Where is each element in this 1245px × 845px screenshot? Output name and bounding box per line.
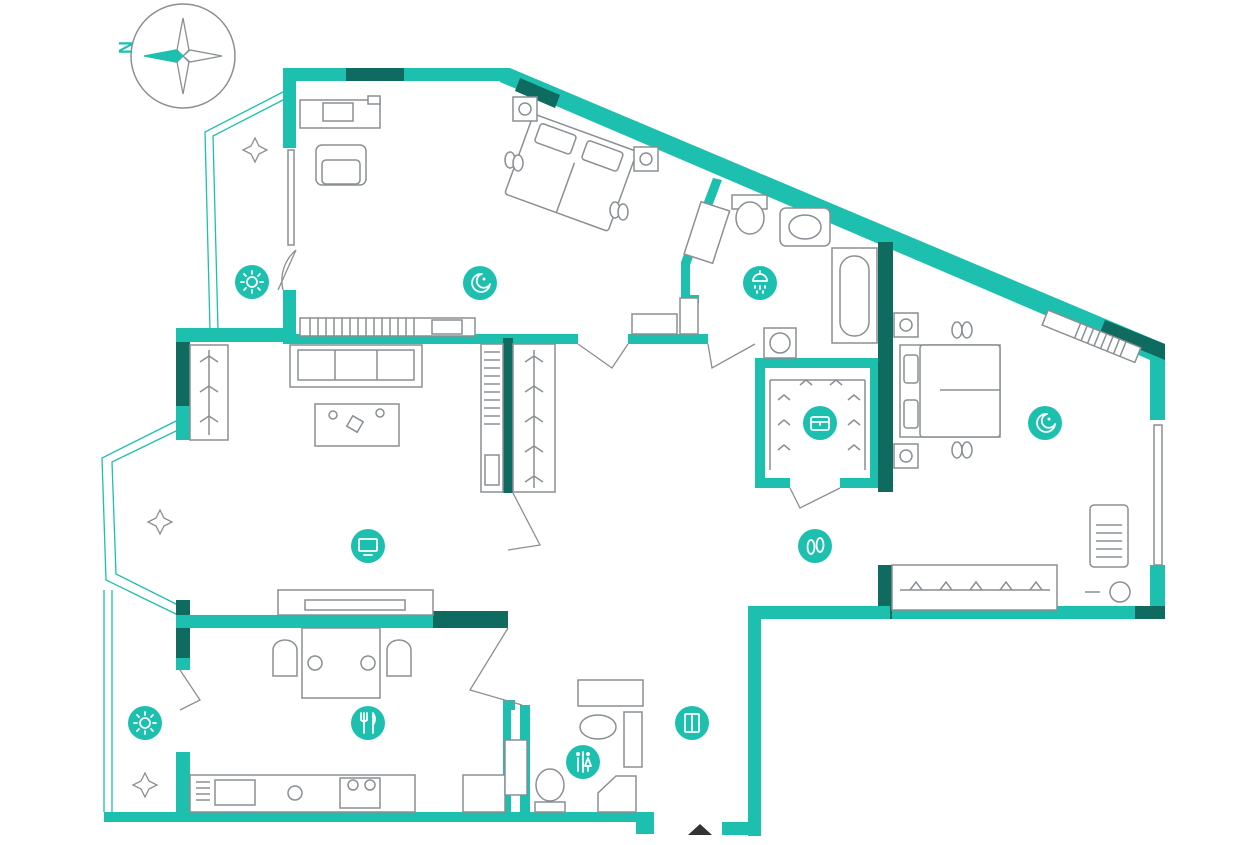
doors xyxy=(179,249,841,711)
bedroom-moon-icon xyxy=(463,266,497,300)
walk-in-closet-furniture xyxy=(769,379,866,470)
tv-icon xyxy=(351,529,385,563)
entrance-arrow-icon xyxy=(688,824,712,835)
sun-icon xyxy=(128,706,162,740)
fork-knife-icon xyxy=(351,706,385,740)
balcony-bottom-glazing xyxy=(103,590,113,812)
bathroom-furniture xyxy=(683,194,878,359)
shower-icon xyxy=(743,266,777,300)
kitchen-dining-furniture xyxy=(189,627,528,813)
living-room-furniture xyxy=(189,343,556,616)
balcony-plants xyxy=(131,136,269,799)
balcony-left-glazing xyxy=(101,419,181,617)
compass-north-label: N xyxy=(116,41,136,54)
slippers-icon xyxy=(798,529,832,563)
wc-furniture xyxy=(534,679,644,813)
compass: N xyxy=(116,3,236,109)
wc-icon xyxy=(566,745,600,779)
walls xyxy=(104,68,1165,836)
balcony-top-glazing xyxy=(204,91,284,331)
sun-icon xyxy=(235,265,269,299)
bedroom-moon-icon xyxy=(1028,406,1062,440)
bedroom-1-furniture xyxy=(287,95,699,337)
wardrobe-icon xyxy=(675,706,709,740)
storage-chest-icon xyxy=(803,406,837,440)
bedroom-2-furniture xyxy=(891,309,1163,611)
